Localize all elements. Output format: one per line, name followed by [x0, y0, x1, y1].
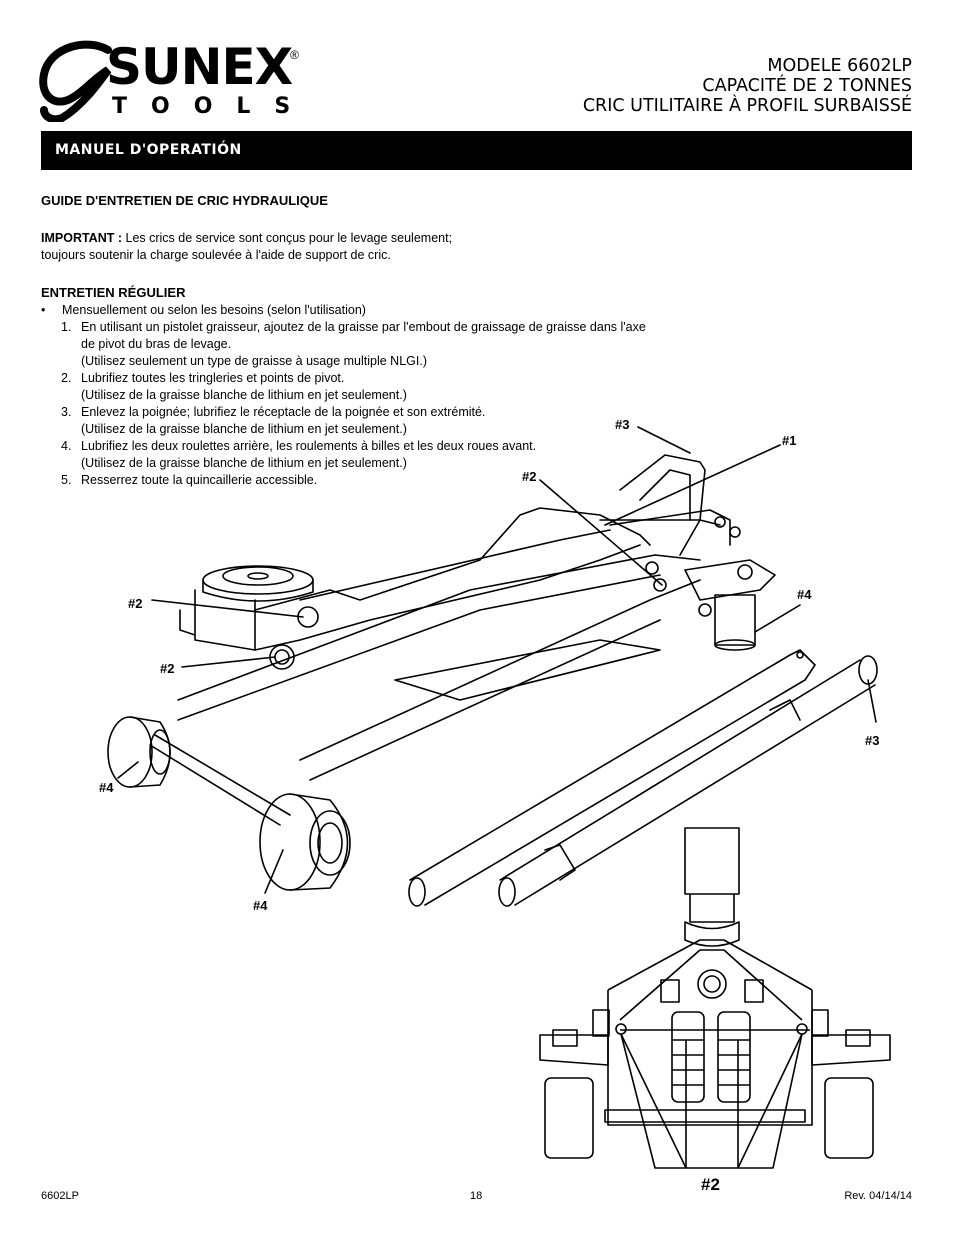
guide-heading: GUIDE D'ENTRETIEN DE CRIC HYDRAULIQUE [41, 193, 328, 208]
sunex-swoosh-icon [39, 40, 112, 122]
important-text-1: Les crics de service sont conçus pour le… [122, 231, 453, 245]
bullet-glyph: • [41, 303, 46, 317]
callout-1: #1 [782, 433, 797, 448]
list-item-bullet: • Mensuellement ou selon les besoins (se… [41, 303, 366, 317]
footer-page-number: 18 [470, 1190, 483, 1202]
title-model: MODELE 6602LP [767, 56, 912, 76]
important-text-2: toujours soutenir la charge soulevée à l… [41, 248, 391, 262]
document-title: MODELE 6602LP CAPACITÉ DE 2 TONNES CRIC … [583, 56, 912, 116]
list-item: 4.Lubrifiez les deux roulettes arrière, … [61, 439, 537, 453]
list-item-continuation: (Utilisez de la graisse blanche de lithi… [81, 388, 407, 402]
brand-name: SUNEX [106, 38, 293, 96]
title-capacity: CAPACITÉ DE 2 TONNES [702, 76, 912, 96]
maintenance-list: • Mensuellement ou selon les besoins (se… [41, 302, 741, 489]
callout-3-top: #3 [615, 417, 630, 432]
callout-2-left-lower: #2 [160, 661, 175, 676]
important-note: IMPORTANT : Les crics de service sont co… [41, 230, 452, 264]
list-item: 3.Enlevez la poignée; lubrifiez le récep… [61, 405, 486, 419]
callout-4-right: #4 [797, 587, 812, 602]
list-item: 2.Lubrifiez toutes les tringleries et po… [61, 371, 345, 385]
list-item-continuation: de pivot du bras de levage. [81, 337, 232, 351]
sunex-logo: SUNEX ® TOOLS [38, 40, 308, 122]
section-bar: MANUEL D'OPERATIÓN [41, 131, 912, 170]
list-item-continuation: (Utilisez seulement un type de graisse à… [81, 354, 427, 368]
callout-4-left: #4 [99, 780, 114, 795]
callout-2-rear-view: #2 [701, 1175, 720, 1194]
brand-sub: TOOLS [112, 94, 315, 119]
list-item-continuation: (Utilisez de la graisse blanche de lithi… [81, 422, 407, 436]
footer-model: 6602LP [41, 1190, 79, 1202]
title-description: CRIC UTILITAIRE À PROFIL SURBAISSÉ [582, 96, 912, 116]
footer-revision: Rev. 04/14/14 [844, 1190, 912, 1202]
callout-2-middle: #2 [522, 469, 537, 484]
list-item: 1.En utilisant un pistolet graisseur, aj… [61, 320, 646, 334]
callout-2-left-upper: #2 [128, 596, 143, 611]
registered-mark: ® [290, 48, 299, 62]
callout-4-bottom: #4 [253, 898, 268, 913]
callout-3-right: #3 [865, 733, 880, 748]
maintenance-heading: ENTRETIEN RÉGULIER [41, 285, 186, 300]
important-label: IMPORTANT : [41, 231, 123, 245]
list-item-continuation: (Utilisez de la graisse blanche de lithi… [81, 456, 407, 470]
section-bar-label: MANUEL D'OPERATIÓN [55, 142, 242, 158]
list-item: 5.Resserrez toute la quincaillerie acces… [61, 473, 318, 487]
